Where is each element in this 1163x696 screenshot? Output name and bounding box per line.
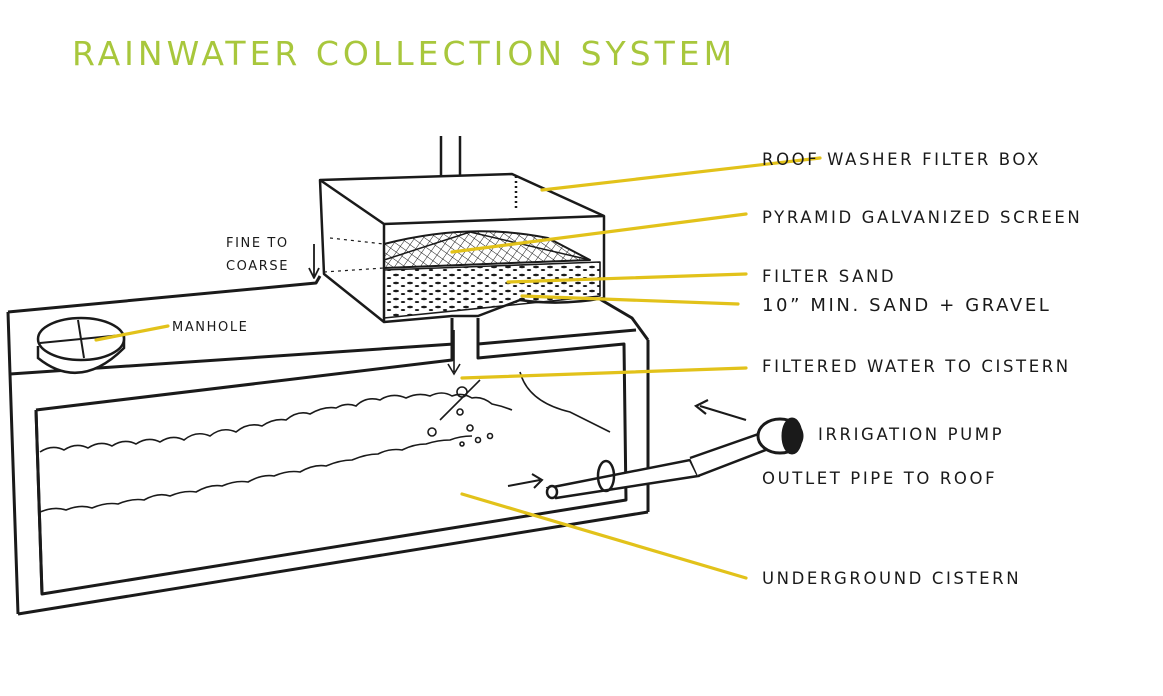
label-min-sand-gravel: 10” MIN. SAND + GRAVEL bbox=[762, 295, 1052, 316]
outlet-pipe bbox=[507, 428, 778, 500]
filter-box bbox=[308, 172, 606, 324]
manhole-cover bbox=[36, 316, 126, 375]
leader-min-sand-gravel bbox=[520, 294, 740, 306]
leader-roof-washer bbox=[540, 156, 822, 192]
label-leaders bbox=[94, 156, 822, 580]
label-fine-to: FINE TO bbox=[226, 236, 289, 251]
leader-underground-cistern bbox=[460, 492, 748, 580]
label-filtered-water: FILTERED WATER TO CISTERN bbox=[762, 357, 1071, 376]
label-outlet-pipe: OUTLET PIPE TO ROOF bbox=[762, 469, 998, 488]
label-coarse: COARSE bbox=[226, 259, 290, 274]
label-pyramid-screen: PYRAMID GALVANIZED SCREEN bbox=[762, 208, 1083, 227]
leader-pyramid-screen bbox=[450, 212, 748, 254]
leader-manhole bbox=[94, 324, 170, 342]
label-irrigation-pump: IRRIGATION PUMP bbox=[818, 425, 1005, 444]
label-manhole: MANHOLE bbox=[172, 320, 249, 335]
water-waves bbox=[39, 330, 611, 513]
leader-filter-sand bbox=[506, 272, 748, 284]
diagram-title: RAINWATER COLLECTION SYSTEM bbox=[72, 34, 737, 73]
irrigation-pump-illustration bbox=[693, 399, 804, 455]
label-underground-cistern: UNDERGROUND CISTERN bbox=[762, 569, 1022, 588]
leader-filtered-water bbox=[460, 366, 748, 380]
label-roof-washer: ROOF WASHER FILTER BOX bbox=[762, 150, 1041, 169]
label-filter-sand: FILTER SAND bbox=[762, 267, 897, 286]
